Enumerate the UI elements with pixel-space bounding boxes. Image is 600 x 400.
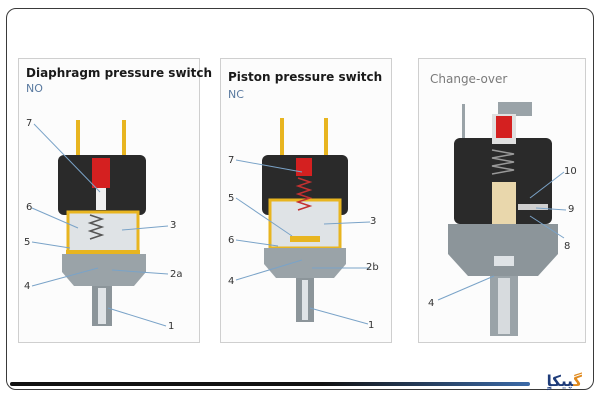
callout-label: 2b — [366, 262, 379, 273]
brand-logo: گپیکاٍ — [546, 372, 582, 390]
callout-label: 1 — [368, 320, 375, 331]
callout-label: 4 — [24, 281, 31, 292]
panel-title-diaphragm: Diaphragm pressure switch — [26, 66, 213, 80]
callout-label: 2a — [170, 269, 183, 280]
panel-title-piston: Piston pressure switch — [228, 70, 383, 84]
callout-label: 7 — [228, 155, 235, 166]
callout-label: 3 — [170, 220, 177, 231]
footer-rule — [10, 382, 530, 386]
callout-label: 9 — [568, 204, 575, 215]
callout-label: 7 — [26, 118, 33, 129]
callout-label: 5 — [228, 193, 235, 204]
panel-subtitle-diaphragm: NO — [26, 82, 43, 95]
callout-label: 8 — [564, 241, 571, 252]
panel-title-changeover: Change-over — [430, 72, 508, 86]
changeover-switch-drawing — [437, 102, 567, 336]
callout-label: 4 — [428, 298, 435, 309]
panel-subtitle-piston: NC — [228, 88, 244, 101]
callout-label: 4 — [228, 276, 235, 287]
diaphragm-switch-drawing — [31, 120, 169, 327]
callout-label: 6 — [228, 235, 235, 246]
callout-label: 6 — [26, 202, 33, 213]
callout-label: 1 — [168, 321, 175, 332]
callout-label: 3 — [370, 216, 377, 227]
callout-label: 10 — [564, 166, 577, 177]
callout-label: 5 — [24, 237, 31, 248]
piston-switch-drawing — [235, 118, 371, 325]
